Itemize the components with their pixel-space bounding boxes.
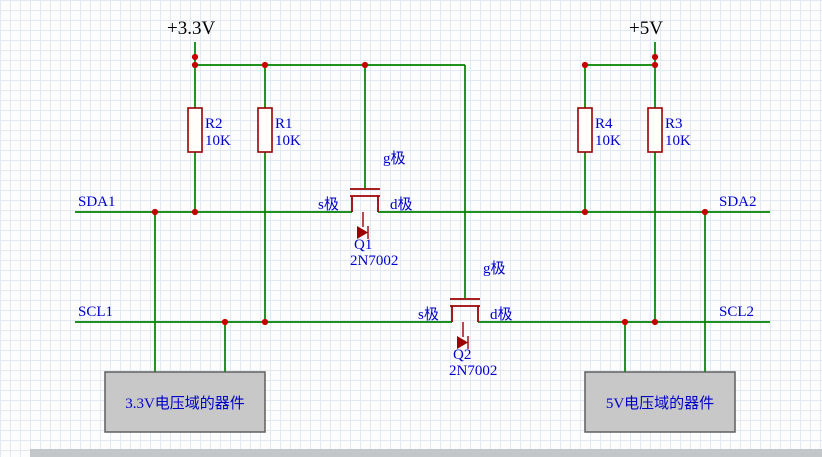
mosfet-q2 <box>450 298 480 349</box>
q1-body-diode-icon <box>357 226 368 239</box>
q1-drain-label: d极 <box>390 197 413 213</box>
q2-ref: Q2 <box>453 347 472 363</box>
junction-dots <box>151 53 709 326</box>
device-box-3v3 <box>104 371 266 433</box>
wire-left-nets <box>75 211 452 372</box>
junction-dot <box>221 318 229 326</box>
device-box-3v3-label: 3.3V电压域的器件 <box>125 395 245 412</box>
net-label-sda2: SDA2 <box>719 194 757 210</box>
q2-source-label: s极 <box>418 307 439 323</box>
resistor-value-r4: 10K <box>595 133 621 149</box>
q1-gate-label: g极 <box>383 151 406 167</box>
resistor-ref-r2: R2 <box>205 116 223 132</box>
resistor-value-r2: 10K <box>205 133 231 149</box>
resistor-value-r1: 10K <box>275 133 301 149</box>
wire-3v3-rail <box>194 42 466 322</box>
canvas-bottom-edge <box>30 449 822 457</box>
junction-dot <box>701 208 709 216</box>
q2-body-diode-icon <box>457 336 468 349</box>
junction-dot <box>191 61 199 69</box>
q2-part-number: 2N7002 <box>449 363 498 379</box>
mosfet-q1 <box>350 188 380 239</box>
wire-right-nets <box>378 211 770 372</box>
power-label-3v3: +3.3V <box>167 18 216 39</box>
net-label-scl1: SCL1 <box>78 304 114 320</box>
q1-part-number: 2N7002 <box>350 253 399 269</box>
device-box-5v <box>584 371 736 433</box>
q1-source-label: s极 <box>318 197 339 213</box>
q1-ref: Q1 <box>354 237 373 253</box>
q2-drain-label: d极 <box>490 307 513 323</box>
junction-dot <box>651 53 659 61</box>
junction-dot <box>651 318 659 326</box>
junction-dot <box>581 208 589 216</box>
junction-dot <box>581 61 589 69</box>
resistor-body-r1 <box>257 107 273 153</box>
net-label-sda1: SDA1 <box>78 194 116 210</box>
net-label-scl2: SCL2 <box>719 304 755 320</box>
junction-dot <box>261 318 269 326</box>
device-box-5v-label: 5V电压域的器件 <box>605 395 715 412</box>
resistor-ref-r1: R1 <box>275 116 293 132</box>
resistor-value-r3: 10K <box>665 133 691 149</box>
resistor-body-r4 <box>577 107 593 153</box>
junction-dot <box>621 318 629 326</box>
junction-dot <box>191 208 199 216</box>
resistor-ref-r3: R3 <box>665 116 683 132</box>
junction-dot <box>361 61 369 69</box>
wire-5v-rail <box>584 42 656 322</box>
junction-dot <box>651 61 659 69</box>
junction-dot <box>261 61 269 69</box>
junction-dot <box>191 53 199 61</box>
resistor-body-r2 <box>187 107 203 153</box>
q2-gate-label: g极 <box>483 261 506 277</box>
resistor-body-r3 <box>647 107 663 153</box>
power-label-5v: +5V <box>629 18 663 39</box>
junction-dot <box>151 208 159 216</box>
resistor-ref-r4: R4 <box>595 116 613 132</box>
